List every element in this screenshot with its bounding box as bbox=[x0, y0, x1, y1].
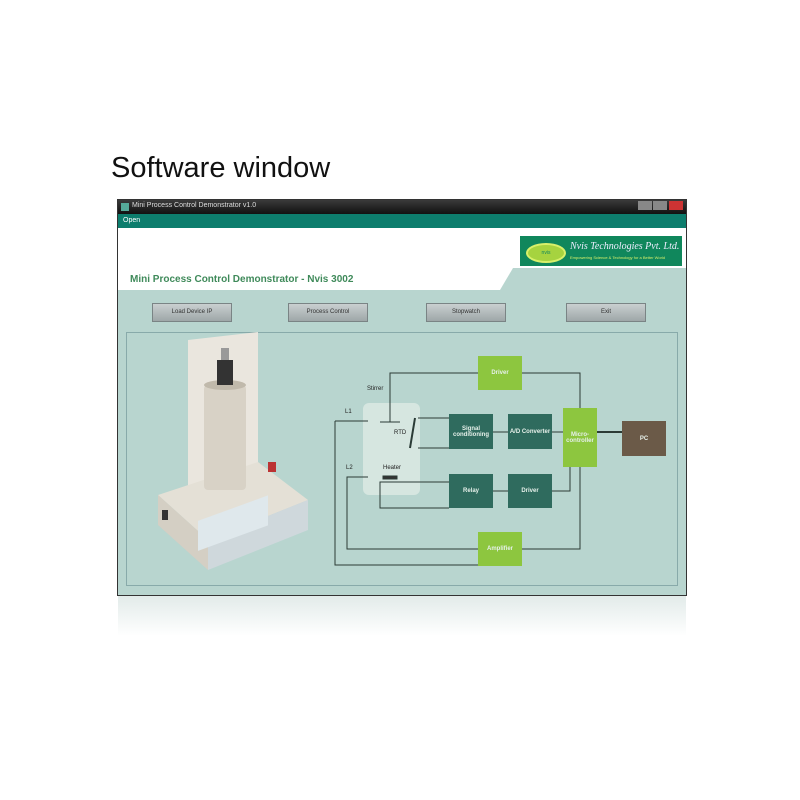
app-title: Mini Process Control Demonstrator - Nvis… bbox=[130, 274, 354, 285]
maximize-button[interactable] bbox=[653, 201, 667, 210]
menu-open[interactable]: Open bbox=[123, 217, 141, 224]
stirrer-label: Stirrer bbox=[367, 386, 384, 392]
stopwatch-button[interactable]: Stopwatch bbox=[426, 303, 506, 322]
logo-name: Nvis Technologies Pvt. Ltd. bbox=[570, 241, 680, 252]
ad-converter-block: A/D Converter bbox=[508, 414, 552, 449]
driver-top-block: Driver bbox=[478, 356, 522, 390]
load-device-ip-button[interactable]: Load Device IP bbox=[152, 303, 232, 322]
title-bar: Mini Process Control Demonstrator v1.0 bbox=[118, 200, 686, 214]
process-control-button[interactable]: Process Control bbox=[288, 303, 368, 322]
caption: Software window bbox=[111, 152, 331, 184]
device-photo bbox=[158, 332, 308, 570]
pc-block: PC bbox=[622, 421, 666, 456]
company-logo: nvis Nvis Technologies Pvt. Ltd. Empower… bbox=[520, 236, 682, 266]
heater-label: Heater bbox=[383, 465, 402, 471]
diagram-wiring bbox=[334, 372, 622, 566]
app-window: Mini Process Control Demonstrator v1.0 O… bbox=[118, 200, 686, 595]
close-button[interactable] bbox=[669, 201, 683, 210]
rtd-label: RTD bbox=[394, 430, 407, 436]
amplifier-block: Amplifier bbox=[478, 532, 522, 566]
logo-mark: nvis bbox=[526, 243, 566, 263]
window-title: Mini Process Control Demonstrator v1.0 bbox=[132, 202, 257, 209]
l2-label: L2 bbox=[346, 465, 353, 471]
microcontroller-block: Micro-controller bbox=[563, 408, 597, 467]
minimize-button[interactable] bbox=[638, 201, 652, 210]
main-panel bbox=[126, 332, 678, 586]
logo-tagline: Empowering Science & Technology for a Be… bbox=[570, 255, 666, 260]
driver-bottom-block: Driver bbox=[508, 474, 552, 508]
exit-button[interactable]: Exit bbox=[566, 303, 646, 322]
relay-block: Relay bbox=[449, 474, 493, 508]
app-icon bbox=[121, 203, 129, 211]
signal-conditioning-block: Signal conditioning bbox=[449, 414, 493, 449]
l1-label: L1 bbox=[345, 409, 352, 415]
menu-bar: Open bbox=[118, 214, 686, 228]
header-slant bbox=[500, 268, 686, 290]
window-reflection bbox=[118, 596, 686, 636]
